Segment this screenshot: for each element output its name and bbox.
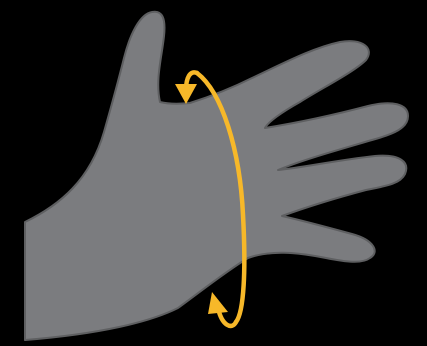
hand-measurement-diagram: [0, 0, 427, 346]
diagram-canvas: [0, 0, 427, 346]
